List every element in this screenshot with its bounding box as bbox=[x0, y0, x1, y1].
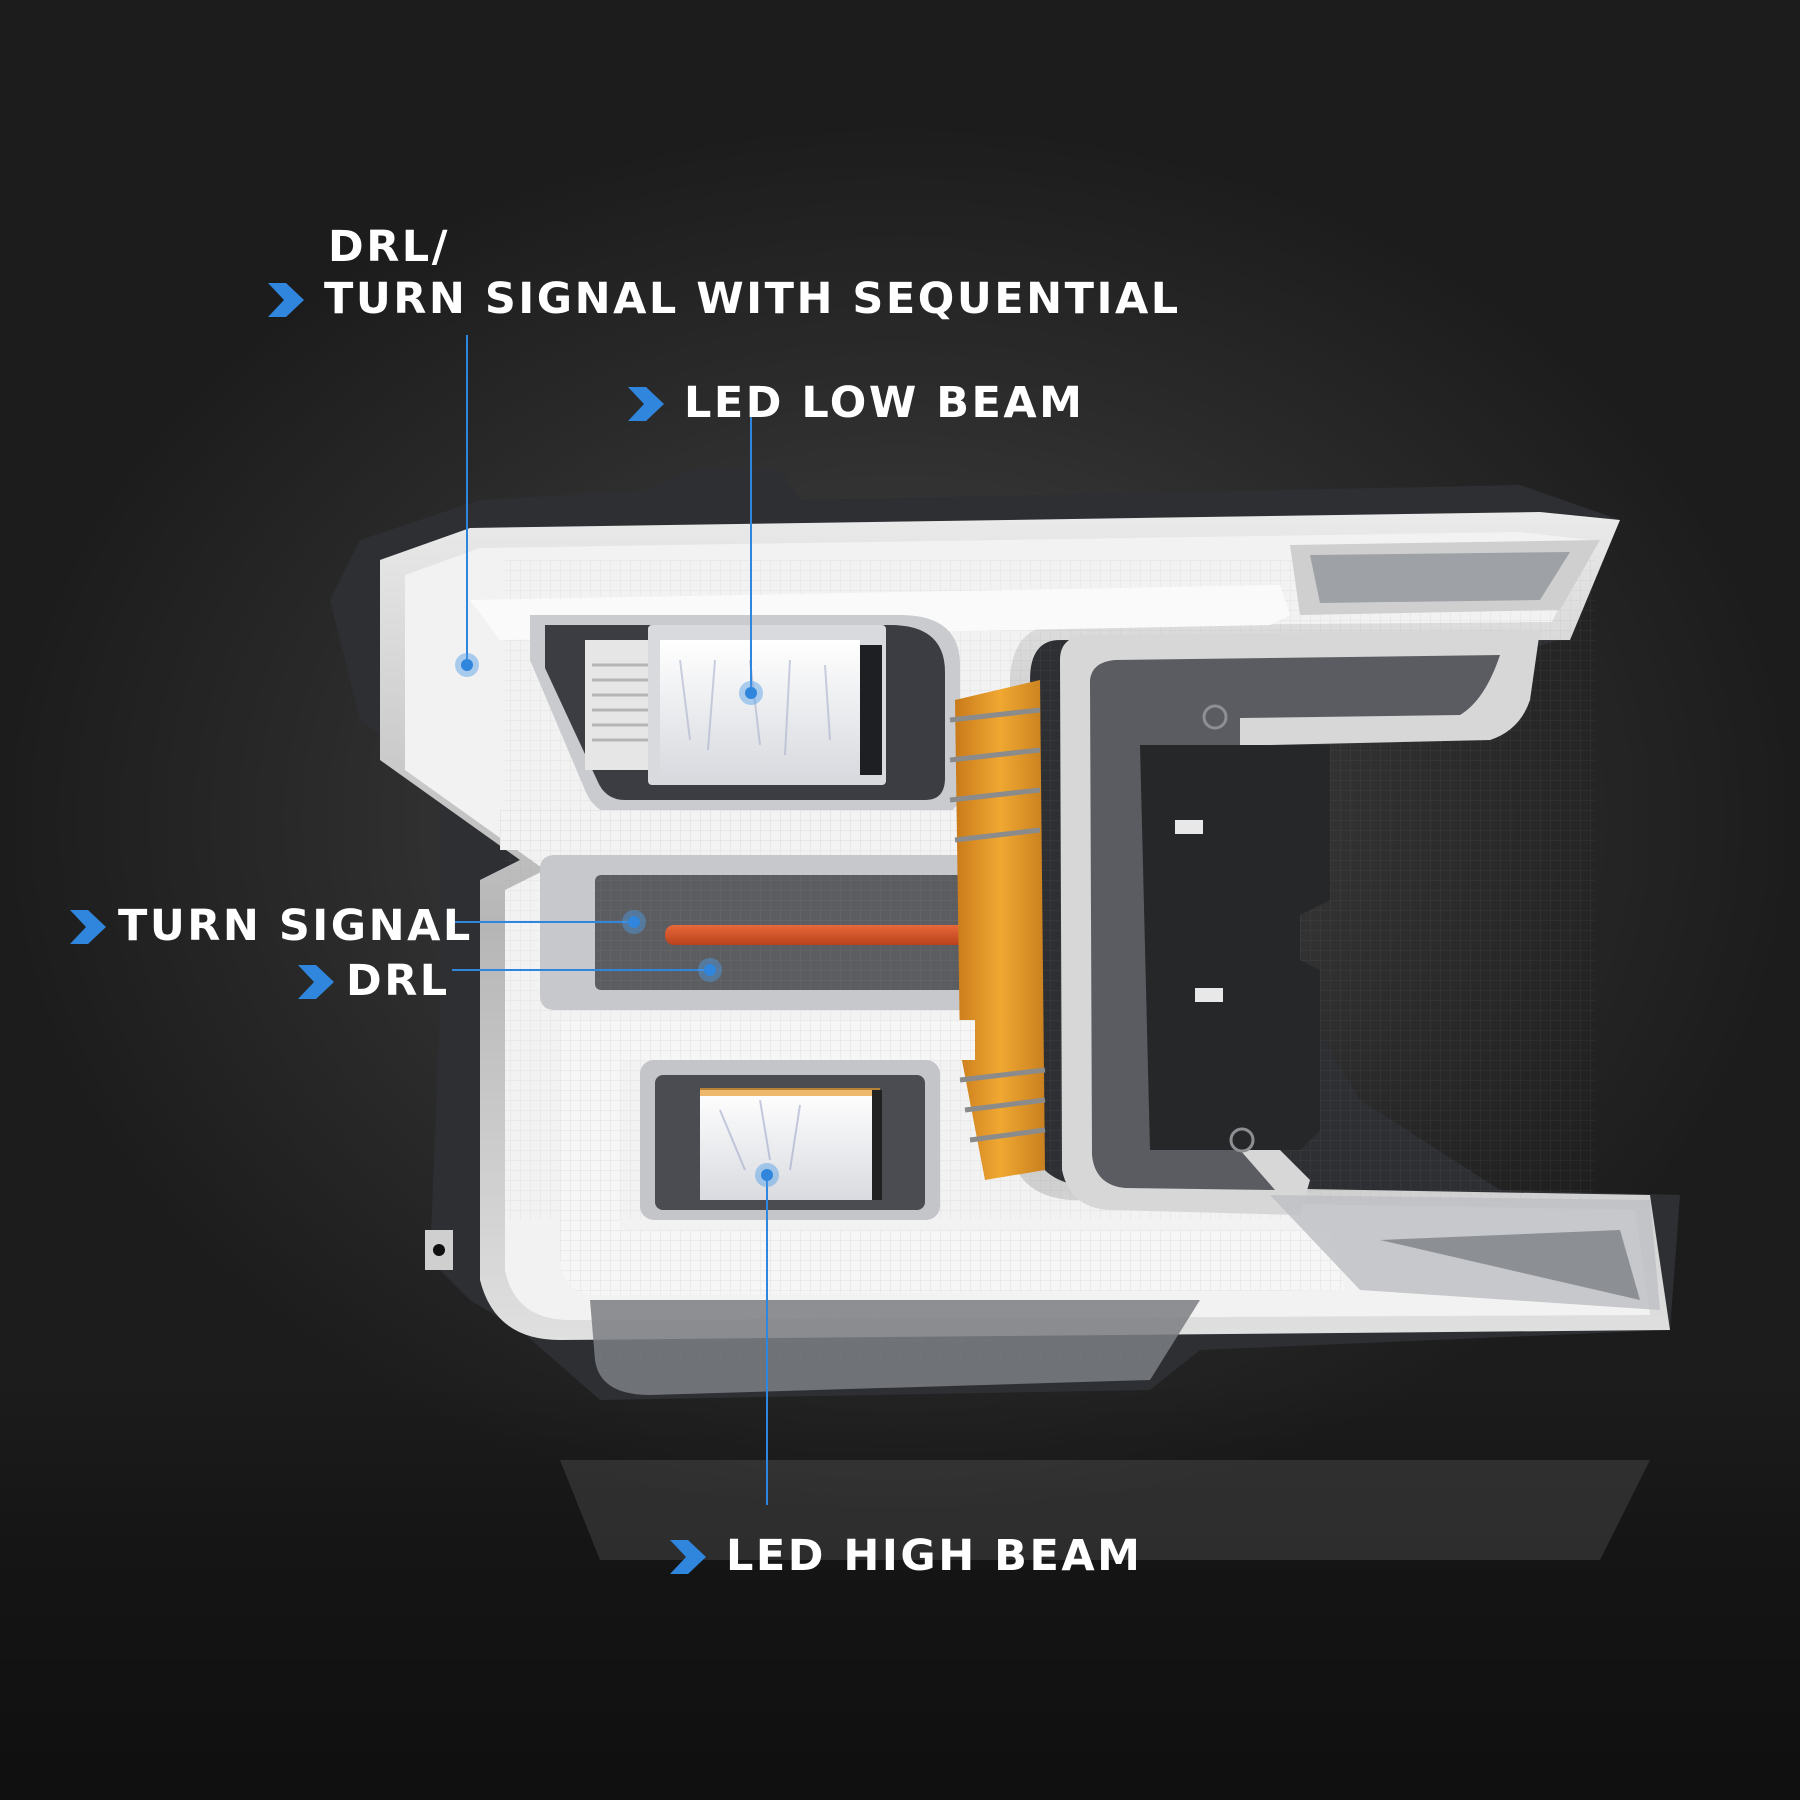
floor-reflection bbox=[0, 1380, 1800, 1800]
chevron-right-icon bbox=[628, 386, 664, 421]
chevron-right-icon bbox=[268, 282, 304, 317]
callout-label: LED LOW BEAM bbox=[684, 378, 1085, 428]
callout-dot bbox=[745, 687, 757, 699]
amber-side-marker bbox=[949, 680, 1046, 1180]
callout-turn-signal: TURN SIGNAL bbox=[70, 905, 473, 948]
inner-frame bbox=[1060, 630, 1660, 1310]
callout-label: LED HIGH BEAM bbox=[726, 1531, 1143, 1581]
callout-label: DRL bbox=[346, 956, 450, 1006]
chevron-right-icon bbox=[670, 1539, 706, 1574]
chevron-right-icon bbox=[70, 909, 106, 944]
reflection bbox=[560, 1460, 1650, 1560]
turn-signal-module bbox=[540, 855, 1035, 1010]
lower-drl-bar bbox=[560, 1020, 1345, 1295]
callout-dot bbox=[461, 659, 473, 671]
middle-bar bbox=[500, 810, 970, 850]
callout-dot bbox=[704, 964, 716, 976]
low-beam-module bbox=[530, 615, 960, 815]
chevron-right-icon bbox=[298, 964, 334, 999]
callout-label: TURN SIGNAL WITH SEQUENTIAL bbox=[324, 274, 1181, 324]
mounting-tab bbox=[425, 1230, 453, 1270]
callout-label: TURN SIGNAL bbox=[118, 901, 473, 951]
callout-led-low-beam: LED LOW BEAM bbox=[628, 382, 1084, 425]
callout-dot bbox=[628, 916, 640, 928]
high-beam-module bbox=[640, 1060, 940, 1220]
callout-dot bbox=[761, 1169, 773, 1181]
callout-drl-turn-sequential-line2: TURN SIGNAL WITH SEQUENTIAL bbox=[268, 278, 1181, 321]
callout-drl: DRL bbox=[298, 960, 450, 1003]
callout-led-high-beam: LED HIGH BEAM bbox=[670, 1535, 1142, 1578]
lower-housing bbox=[590, 1300, 1200, 1395]
callout-drl-turn-sequential: DRL/ bbox=[328, 226, 450, 269]
callout-line1: DRL/ bbox=[328, 222, 450, 272]
